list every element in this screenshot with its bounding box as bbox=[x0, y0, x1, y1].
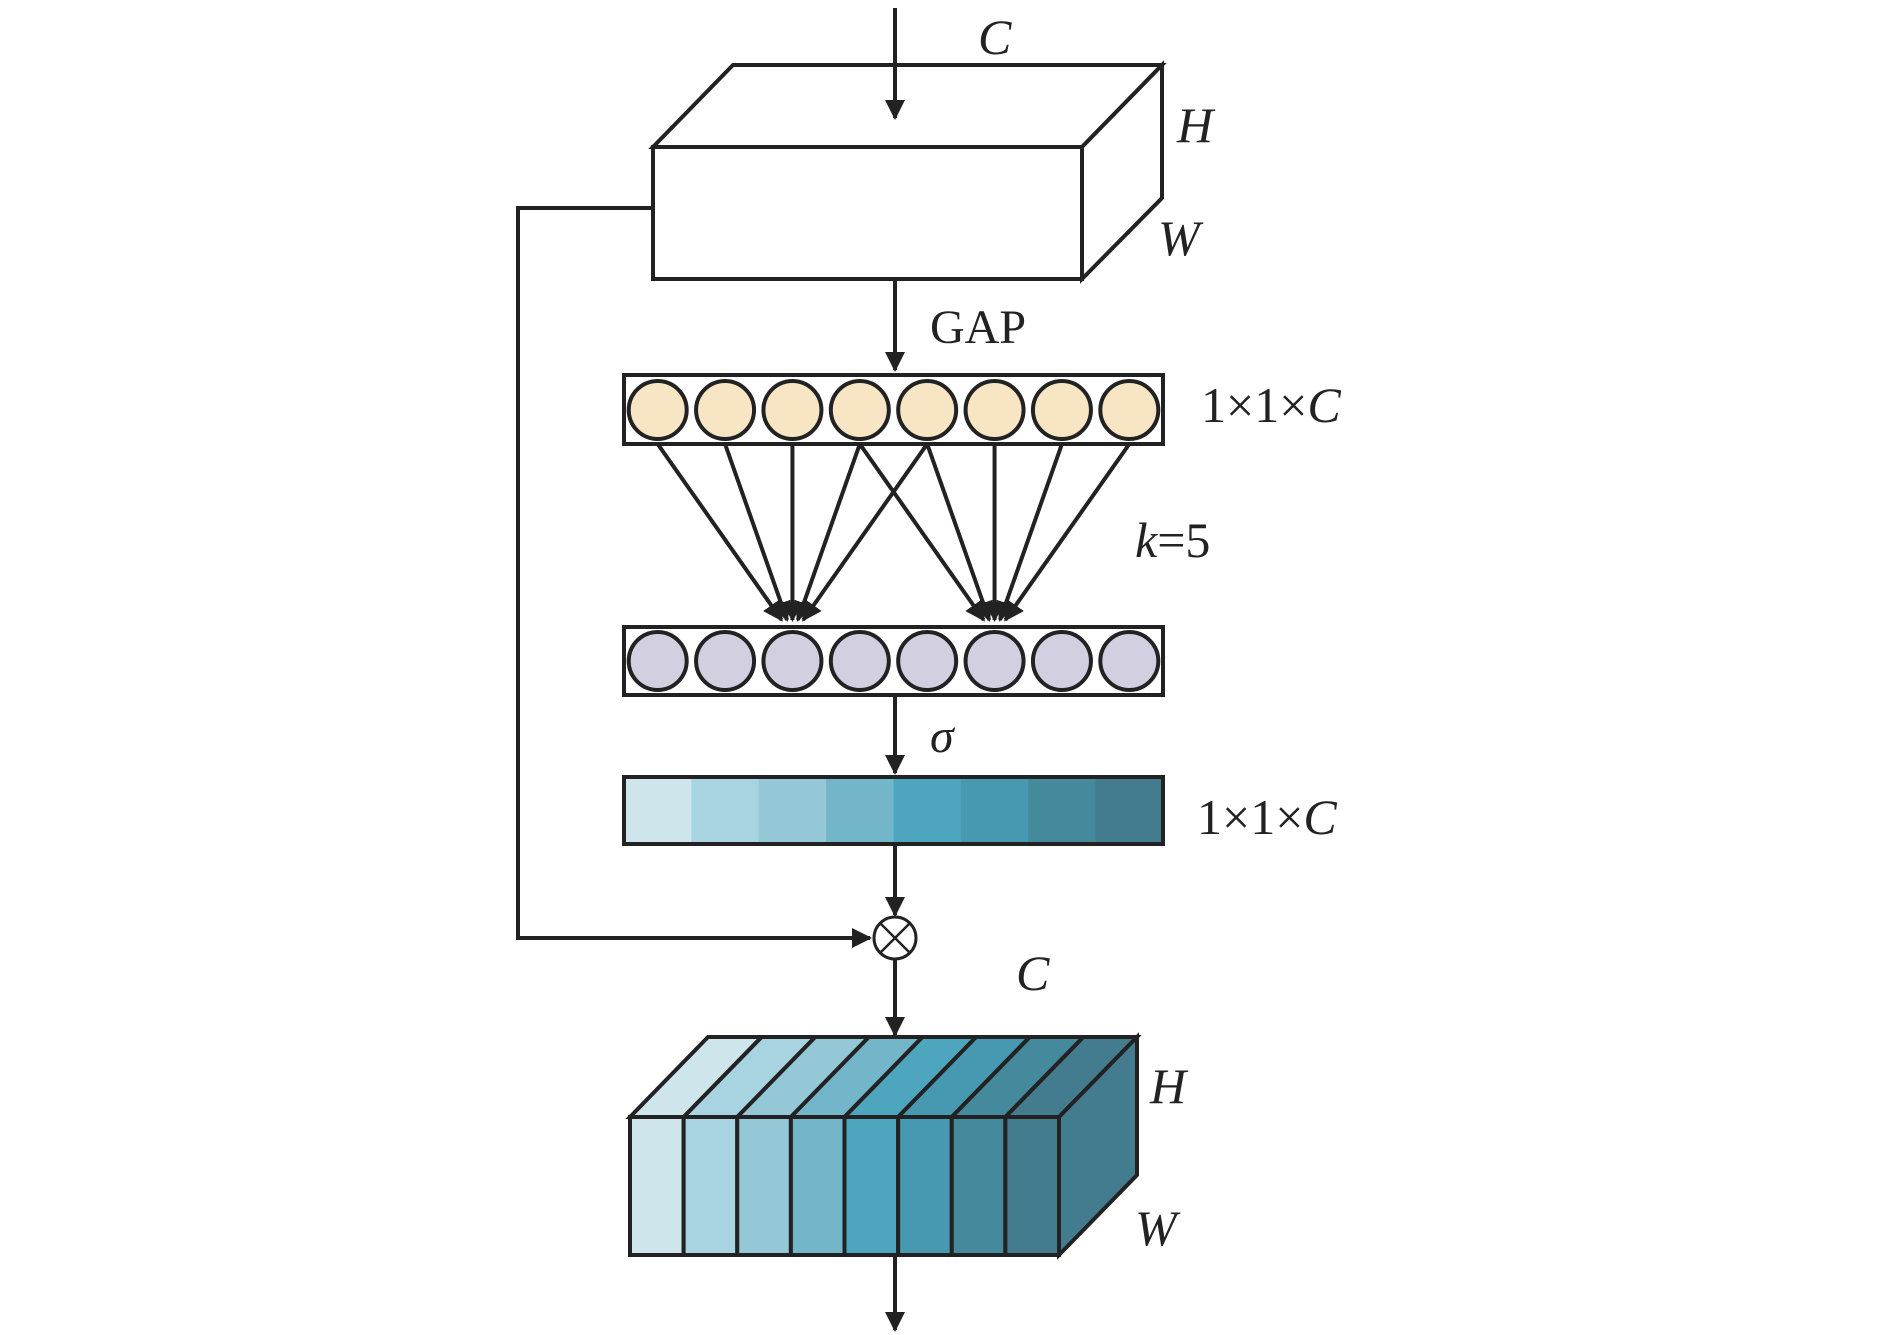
pooled-node bbox=[626, 379, 689, 441]
conv-connection-line bbox=[723, 443, 791, 622]
output-front-slice bbox=[842, 1115, 901, 1257]
skip-connection bbox=[516, 206, 872, 948]
conv-node bbox=[1030, 630, 1093, 692]
conv-connection-line bbox=[925, 443, 993, 622]
pooled-dim-var: C bbox=[1307, 377, 1341, 433]
channel-weight-cell bbox=[1028, 777, 1097, 844]
channel-weight-cell bbox=[826, 777, 894, 844]
conv-node bbox=[896, 630, 959, 692]
kernel-var: k bbox=[1135, 512, 1158, 568]
output-front-slice bbox=[681, 1115, 740, 1257]
pooled-vector-dim-label: 1×1×C bbox=[1201, 377, 1341, 433]
conv-node bbox=[626, 630, 689, 692]
channel-weight-cell bbox=[893, 777, 962, 844]
kernel-value: =5 bbox=[1157, 512, 1210, 568]
pooled-dim-prefix: 1×1× bbox=[1201, 377, 1307, 433]
input-height-label: H bbox=[1176, 97, 1216, 153]
conv-node bbox=[828, 630, 891, 692]
conv-node bbox=[761, 630, 824, 692]
channel-weight-cell bbox=[1095, 777, 1164, 844]
input-feature-map bbox=[648, 60, 1167, 284]
conv-connection-line bbox=[1003, 442, 1131, 622]
output-feature-map bbox=[625, 1032, 1142, 1260]
conv-vector bbox=[622, 625, 1165, 697]
conv-connection-line bbox=[801, 442, 929, 622]
input-box-front-face bbox=[651, 145, 1084, 281]
conv-connection-line bbox=[996, 443, 1064, 622]
output-front-slice bbox=[735, 1115, 793, 1257]
channel-weights-dim-label: 1×1×C bbox=[1197, 789, 1337, 845]
input-width-label: W bbox=[1158, 210, 1204, 266]
pooled-node bbox=[828, 379, 891, 441]
channel-weight-cell bbox=[960, 777, 1029, 844]
pooled-node bbox=[1098, 379, 1161, 441]
sigma-label: σ bbox=[930, 710, 956, 763]
conv-connection-line bbox=[656, 442, 784, 622]
pooled-node bbox=[1030, 379, 1093, 441]
input-box-top-face bbox=[648, 63, 1167, 149]
pooled-node bbox=[963, 379, 1026, 441]
pooled-node bbox=[694, 379, 757, 441]
conv-connection-line bbox=[858, 442, 986, 622]
channel-weights-bar bbox=[622, 775, 1165, 846]
output-front-slice bbox=[1003, 1115, 1061, 1257]
input-channel-label: C bbox=[978, 9, 1012, 65]
weights-dim-prefix: 1×1× bbox=[1197, 789, 1303, 845]
conv-connections bbox=[656, 442, 1131, 622]
output-channel-label: C bbox=[1016, 945, 1050, 1001]
multiply-node bbox=[872, 915, 918, 961]
conv-node bbox=[694, 630, 757, 692]
output-front-slice bbox=[788, 1115, 847, 1257]
pooled-vector bbox=[622, 373, 1165, 446]
pooled-node bbox=[761, 379, 824, 441]
weights-dim-var: C bbox=[1303, 789, 1337, 845]
output-front-slice bbox=[896, 1115, 954, 1257]
conv-connection-line bbox=[794, 443, 862, 622]
gap-label: GAP bbox=[930, 301, 1026, 354]
conv-node bbox=[963, 630, 1026, 692]
conv-node bbox=[1098, 630, 1161, 692]
kernel-size-label: k=5 bbox=[1135, 512, 1210, 568]
multiply-cross-b bbox=[880, 923, 910, 953]
channel-weights-frame bbox=[622, 775, 1165, 846]
output-front-slice bbox=[949, 1115, 1008, 1257]
output-height-label: H bbox=[1149, 1058, 1189, 1114]
output-front-slice bbox=[628, 1115, 686, 1257]
channel-weight-cell bbox=[624, 777, 692, 844]
output-width-label: W bbox=[1135, 1200, 1181, 1256]
channel-weight-cell bbox=[691, 777, 760, 844]
channel-weight-cell bbox=[758, 777, 827, 844]
pooled-node bbox=[896, 379, 959, 441]
